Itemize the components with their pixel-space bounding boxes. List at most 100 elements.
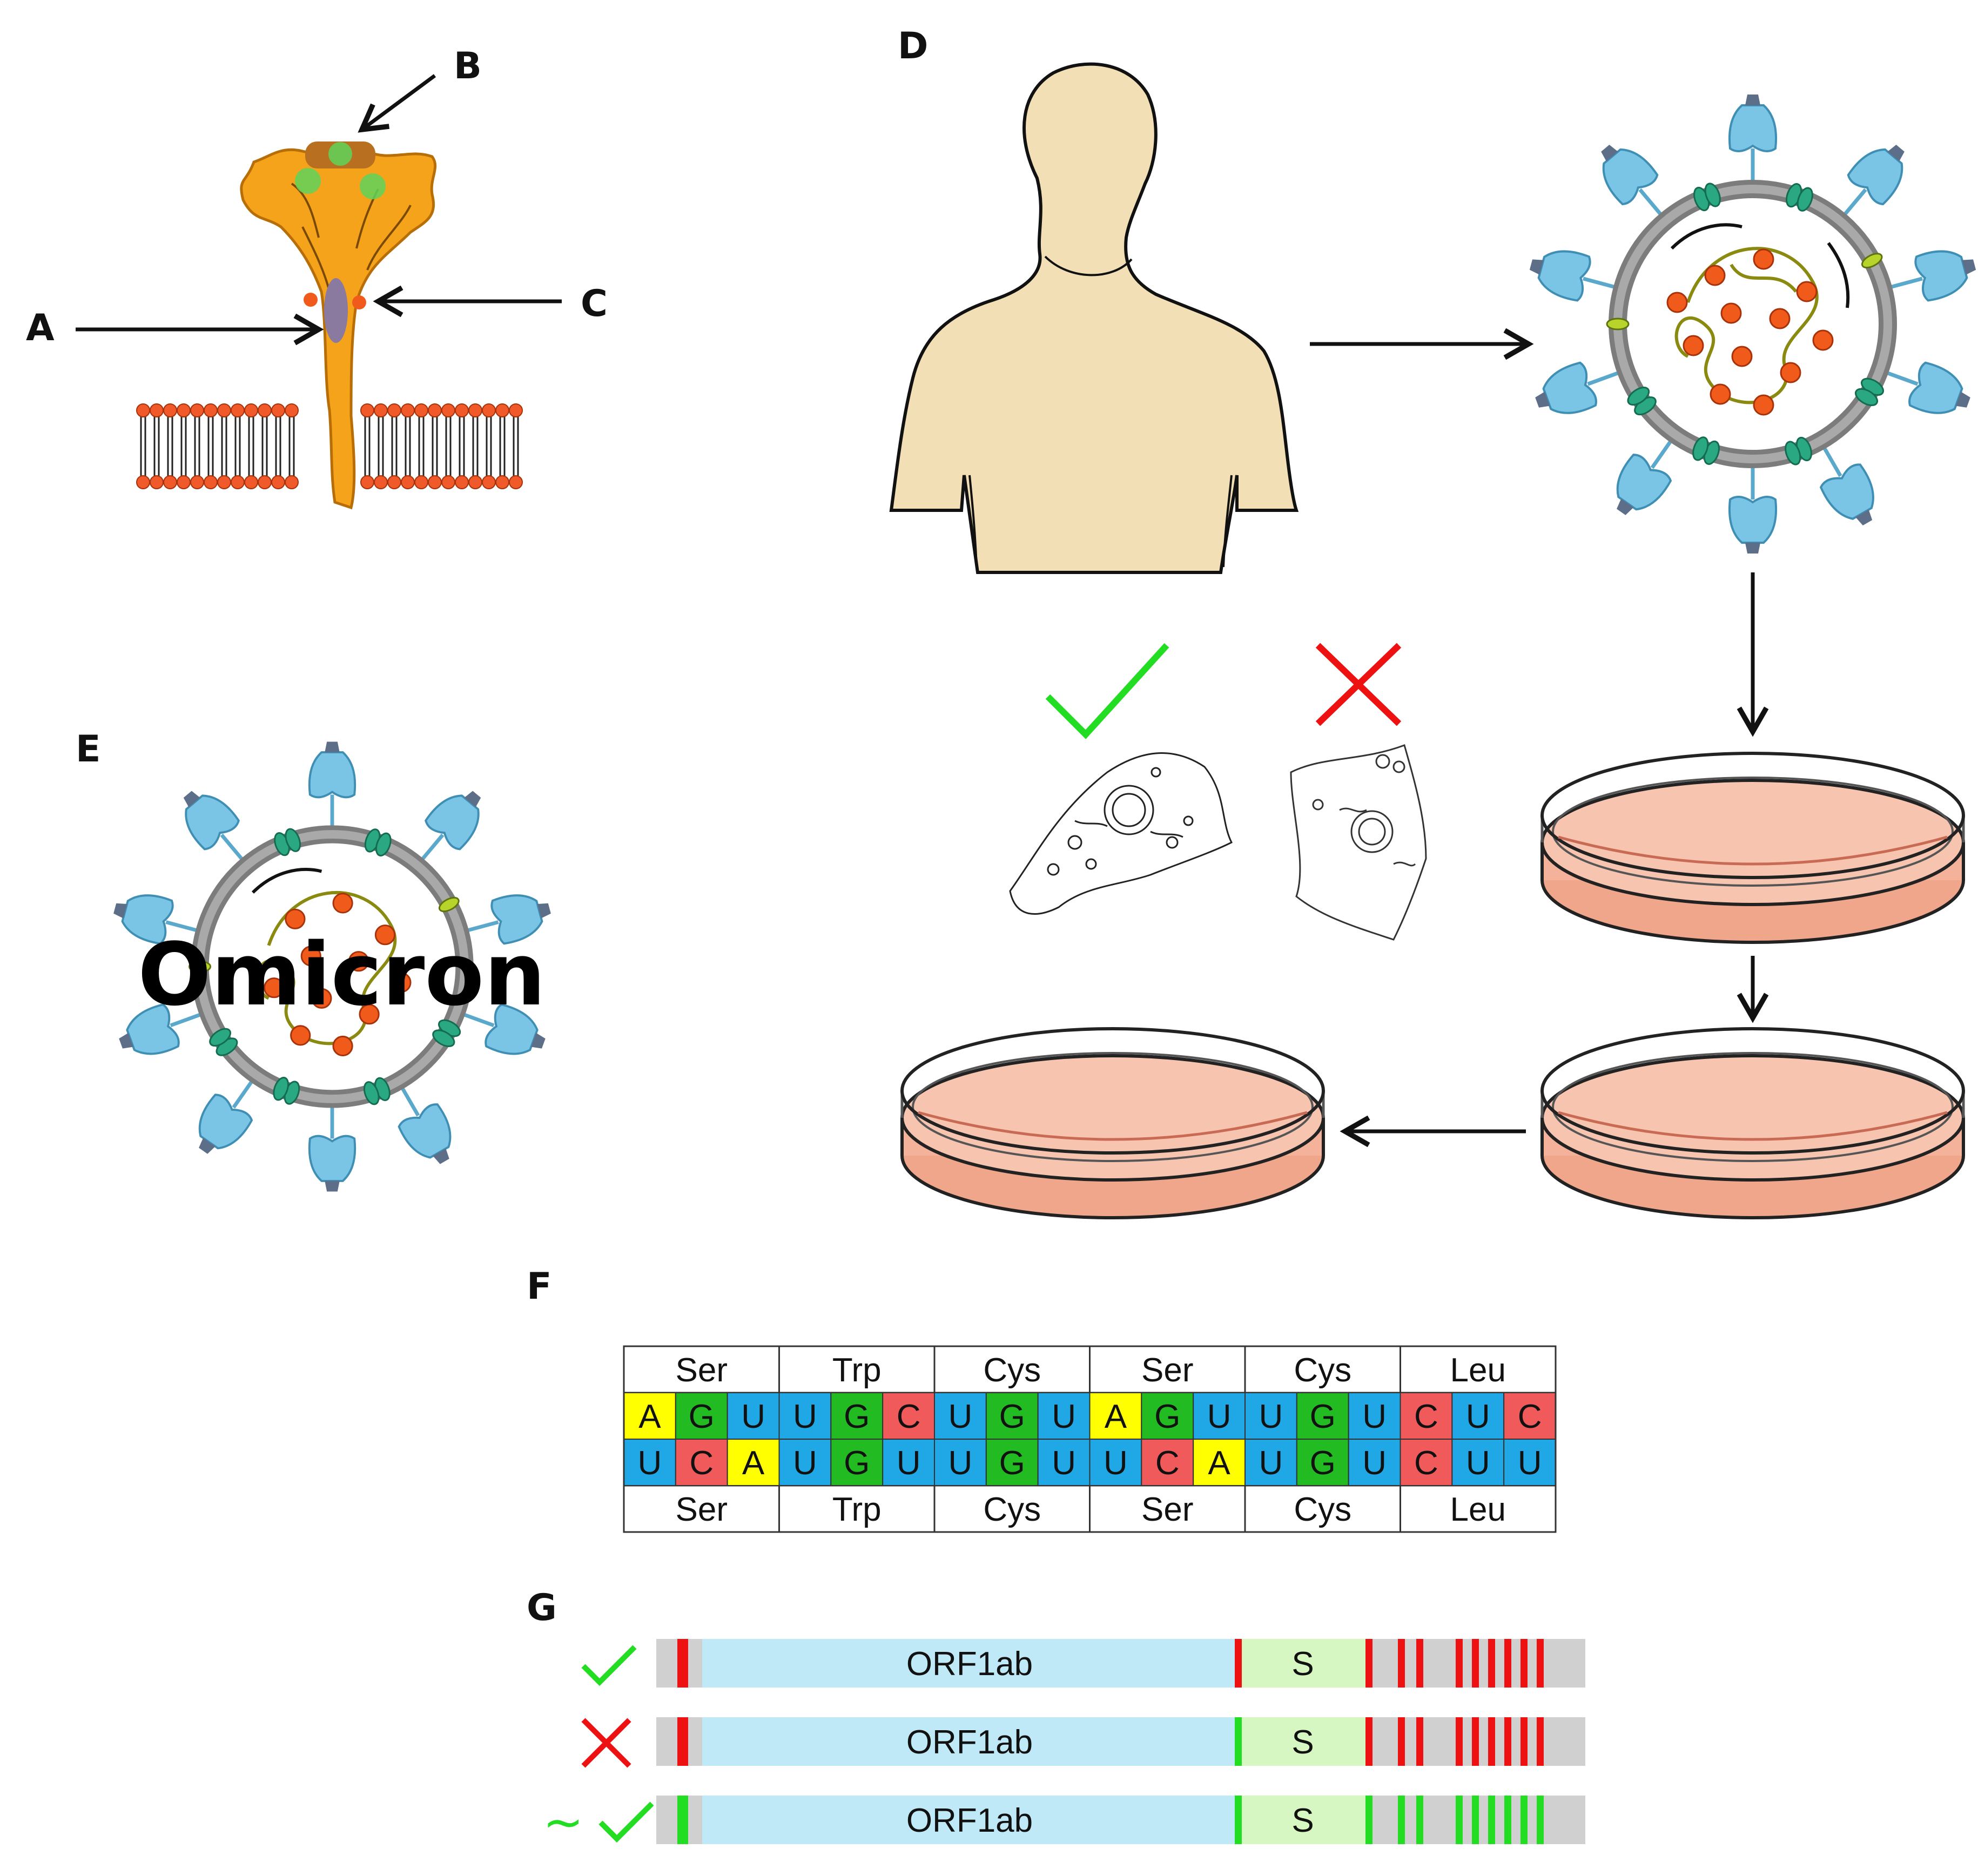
lipid-head (136, 475, 150, 489)
s-label: S (1291, 1802, 1314, 1839)
mutation-marker (1537, 1639, 1544, 1688)
bottom-nucleotide-label: G (1310, 1445, 1336, 1482)
mutation-marker (1472, 1717, 1479, 1766)
lipid-head (150, 475, 164, 489)
mutation-marker (677, 1717, 688, 1766)
top-nucleotide-label: U (1259, 1398, 1283, 1435)
bottom-nucleotide-label: U (638, 1445, 662, 1482)
lipid-head (414, 475, 428, 489)
mutation-marker (1520, 1717, 1528, 1766)
bottom-amino-acid-cell (623, 1484, 780, 1533)
lipid-head (468, 403, 482, 417)
binding-site-left (295, 168, 321, 194)
top-amino-acid-cell (933, 1345, 1091, 1394)
top-amino-acid-label: Cys (1294, 1352, 1351, 1389)
bottom-nucleotide-cell (1348, 1439, 1401, 1486)
panel-label-a: A (26, 307, 55, 349)
s-region (1237, 1717, 1369, 1766)
lipid-head (285, 403, 299, 417)
mutation-marker (1235, 1796, 1242, 1844)
mutation-marker (1398, 1639, 1405, 1688)
lipid-head (217, 475, 231, 489)
mutation-marker (1235, 1717, 1242, 1766)
mutation-marker (1456, 1796, 1463, 1844)
lipid-head (177, 403, 191, 417)
s-region (1237, 1639, 1369, 1688)
top-nucleotide-cell (1244, 1392, 1297, 1440)
bottom-nucleotide-label: C (689, 1445, 714, 1482)
cross-icon (1315, 643, 1402, 726)
mutation-marker (677, 1796, 688, 1844)
top-nucleotide-label: U (1362, 1398, 1387, 1435)
dying-cell (1290, 744, 1427, 941)
bottom-amino-acid-cell (1244, 1484, 1401, 1533)
mutation-marker (1456, 1717, 1463, 1766)
lipid-head (509, 403, 523, 417)
panel-d: D (889, 25, 1978, 1218)
orf1ab-label: ORF1ab (906, 1802, 1033, 1839)
bottom-amino-acid-label: Trp (832, 1491, 882, 1528)
arrow-b (358, 74, 436, 133)
lipid-head (441, 475, 455, 489)
top-nucleotide-label: C (1414, 1398, 1438, 1435)
lipid-head (482, 475, 496, 489)
bottom-amino-acid-cell (933, 1484, 1091, 1533)
omicron-virus-particle (109, 742, 555, 1192)
lipid-head (455, 475, 469, 489)
top-nucleotide-cell (1193, 1392, 1246, 1440)
bottom-nucleotide-label: G (999, 1445, 1025, 1482)
binding-site-top (328, 142, 352, 166)
bottom-nucleotide-label: G (844, 1445, 870, 1482)
receptor-diagram: A C B (26, 45, 608, 510)
bottom-nucleotide-cell (1296, 1439, 1349, 1486)
top-amino-acid-label: Trp (832, 1352, 882, 1389)
lipid-head (387, 475, 401, 489)
residue-dot-right (352, 295, 366, 309)
top-nucleotide-cell (1348, 1392, 1401, 1440)
virus-particle (1525, 95, 1978, 554)
panel-label-e: E (76, 728, 100, 771)
lipid-head (428, 475, 442, 489)
lipid-head (204, 475, 218, 489)
top-nucleotide-label: G (844, 1398, 870, 1435)
mutation-marker (1416, 1717, 1423, 1766)
mutation-marker (1398, 1796, 1405, 1844)
top-nucleotide-label: U (1466, 1398, 1490, 1435)
binding-site-right (360, 173, 386, 199)
mutation-marker (1235, 1639, 1242, 1688)
bottom-nucleotide-label: U (1362, 1445, 1387, 1482)
orf1ab-label: ORF1ab (906, 1724, 1033, 1761)
lipid-head (190, 403, 204, 417)
lipid-head (401, 475, 415, 489)
omicron-label: Omicron (138, 924, 546, 1025)
residue-dot-left (304, 293, 318, 307)
lipid-head (401, 403, 415, 417)
lipid-head (231, 403, 245, 417)
mutation-marker (1488, 1717, 1495, 1766)
top-nucleotide-cell (1503, 1392, 1557, 1440)
top-nucleotide-label: G (1310, 1398, 1336, 1435)
bottom-nucleotide-label: A (1208, 1445, 1230, 1482)
lipid-head (150, 403, 164, 417)
bottom-nucleotide-cell (675, 1439, 728, 1486)
lipid-head (244, 403, 258, 417)
top-amino-acid-cell (1089, 1345, 1246, 1394)
lipid-head (441, 403, 455, 417)
mutation-marker (1504, 1796, 1511, 1844)
bottom-nucleotide-label: A (742, 1445, 765, 1482)
bottom-nucleotide-cell (1503, 1439, 1557, 1486)
lipid-head (258, 475, 272, 489)
bottom-nucleotide-cell (830, 1439, 884, 1486)
petri-dish-3 (902, 1029, 1323, 1218)
mutation-marker (1365, 1717, 1373, 1766)
bottom-amino-acid-label: Cys (983, 1491, 1041, 1528)
top-nucleotide-label: U (793, 1398, 817, 1435)
top-nucleotide-cell (1296, 1392, 1349, 1440)
lipid-head (204, 403, 218, 417)
lipid-head (136, 403, 150, 417)
